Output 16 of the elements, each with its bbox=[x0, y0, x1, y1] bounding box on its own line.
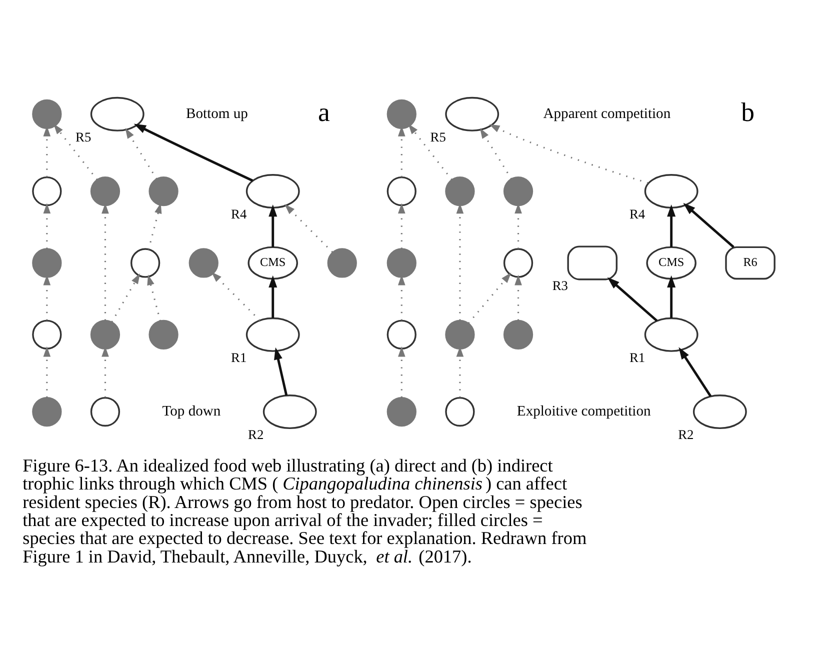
caption: Figure 6-13. An idealized food web illustrating (a) direct and (b) indirect trophic links through which CMS (Cipangopaludina chinensis) can affect resident species (R). Arrows go from host to predator. Open circles = species that are expected to increase upon arrival of the invader; filled circles = species that are expected to decrease. See text for explanation. Redrawn from Figure 1 in David, Thebault, Anneville, Duyck, et al. (2017). bbox=[22, 455, 587, 566]
label: a bbox=[318, 96, 330, 127]
label: Exploitive competition bbox=[516, 404, 651, 420]
label: Apparent competition bbox=[543, 106, 671, 122]
node-label: R4 bbox=[630, 206, 646, 222]
node-label: R2 bbox=[248, 426, 264, 442]
node-label: R5 bbox=[76, 129, 92, 144]
node-label: R2 bbox=[678, 426, 694, 442]
label: Top down bbox=[162, 404, 221, 420]
node-label: R1 bbox=[231, 350, 247, 365]
label: b bbox=[741, 96, 755, 127]
node-label: R5 bbox=[430, 129, 446, 144]
node-label: R1 bbox=[630, 350, 646, 365]
node-label: R4 bbox=[231, 206, 247, 222]
label: Bottom up bbox=[186, 106, 248, 122]
node-label: R3 bbox=[552, 278, 568, 294]
